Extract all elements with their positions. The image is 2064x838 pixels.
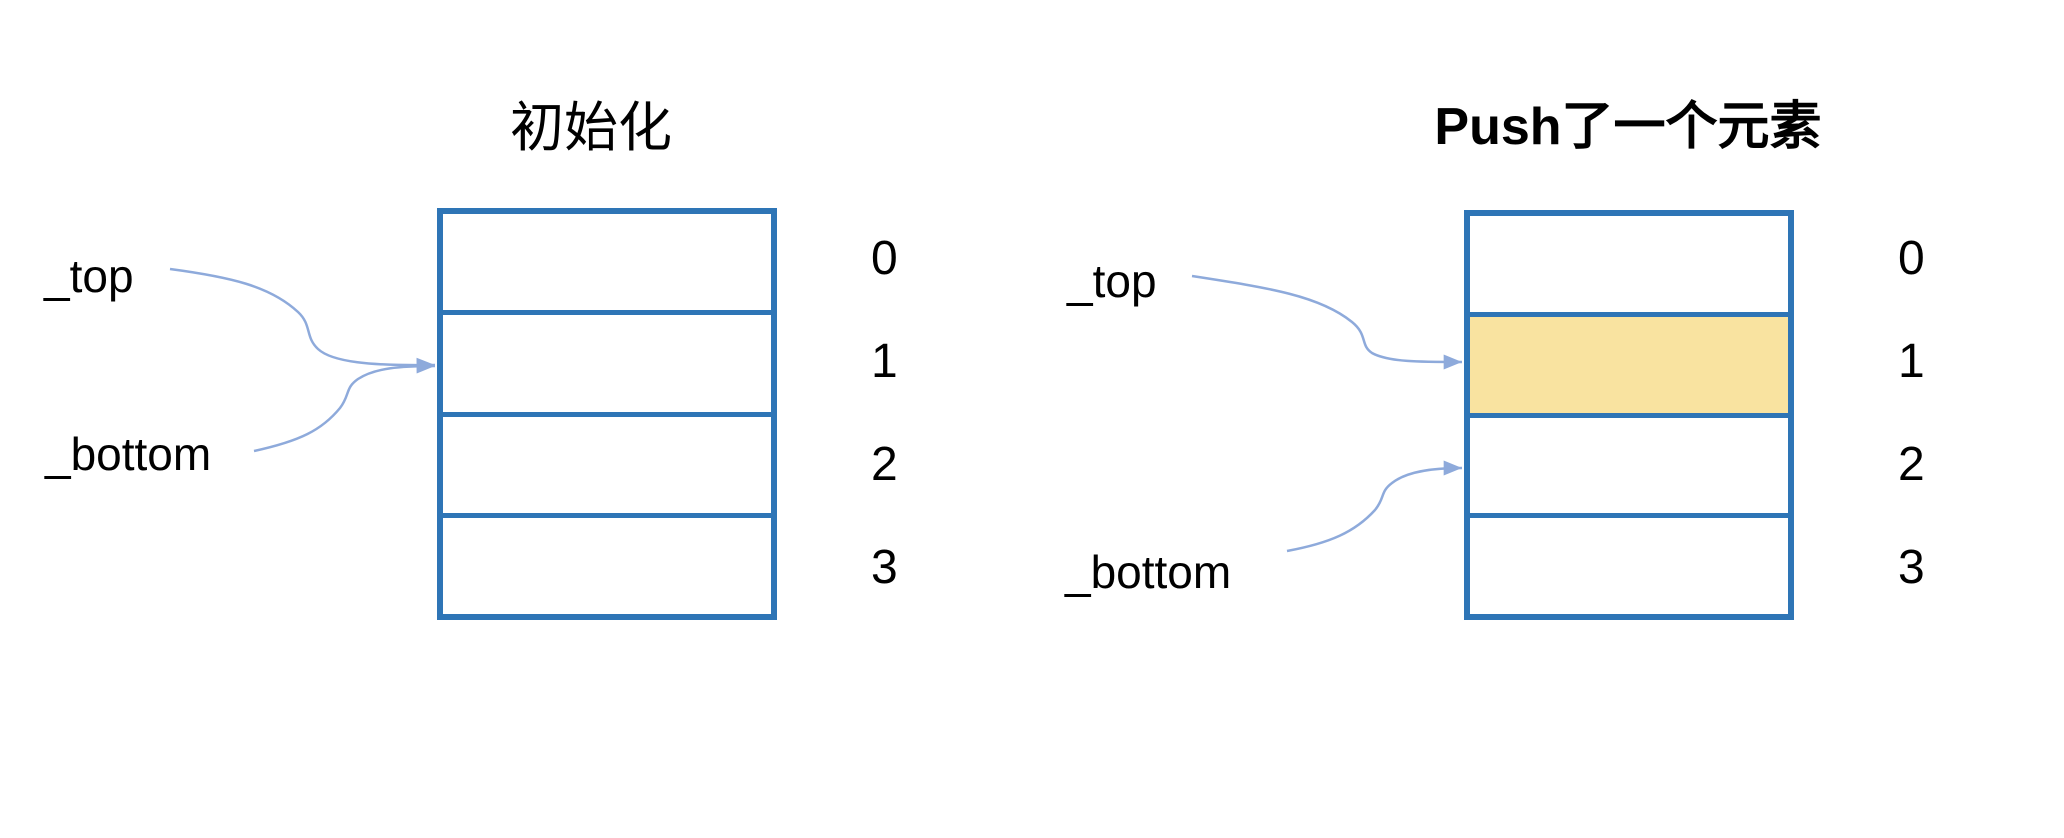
right-panel-title: Push了一个元素	[1434, 98, 1822, 156]
panel-1-cell-3	[1470, 513, 1788, 614]
right-top-pointer-label: _top	[1067, 255, 1157, 307]
left-panel-title: 初始化	[510, 98, 672, 158]
left-index-1: 1	[871, 335, 898, 388]
right-index-3: 3	[1898, 541, 1925, 594]
left-top-arrow	[169, 267, 436, 373]
left-stack-box	[437, 208, 777, 620]
right-bottom-pointer-label: _bottom	[1065, 546, 1232, 598]
left-index-2: 2	[871, 438, 898, 491]
left-bottom-arrow	[253, 358, 436, 453]
right-bottom-arrow	[1286, 460, 1463, 553]
panel-0-cell-3	[443, 512, 771, 614]
panel-0-cell-1	[443, 310, 771, 412]
right-stack-box	[1464, 210, 1794, 620]
panel-1-cell-1	[1470, 311, 1788, 413]
left-index-3: 3	[871, 541, 898, 594]
panel-0-cell-0	[443, 214, 771, 311]
panel-1-cell-2	[1470, 412, 1788, 514]
right-index-2: 2	[1898, 438, 1925, 491]
left-bottom-pointer-label: _bottom	[45, 428, 212, 480]
left-index-0: 0	[871, 232, 898, 285]
right-index-1: 1	[1898, 335, 1925, 388]
panel-0-cell-2	[443, 411, 771, 513]
panel-1-cell-0	[1470, 216, 1788, 312]
right-index-0: 0	[1898, 232, 1925, 285]
left-top-pointer-label: _top	[44, 250, 134, 302]
right-top-arrow	[1191, 274, 1463, 370]
